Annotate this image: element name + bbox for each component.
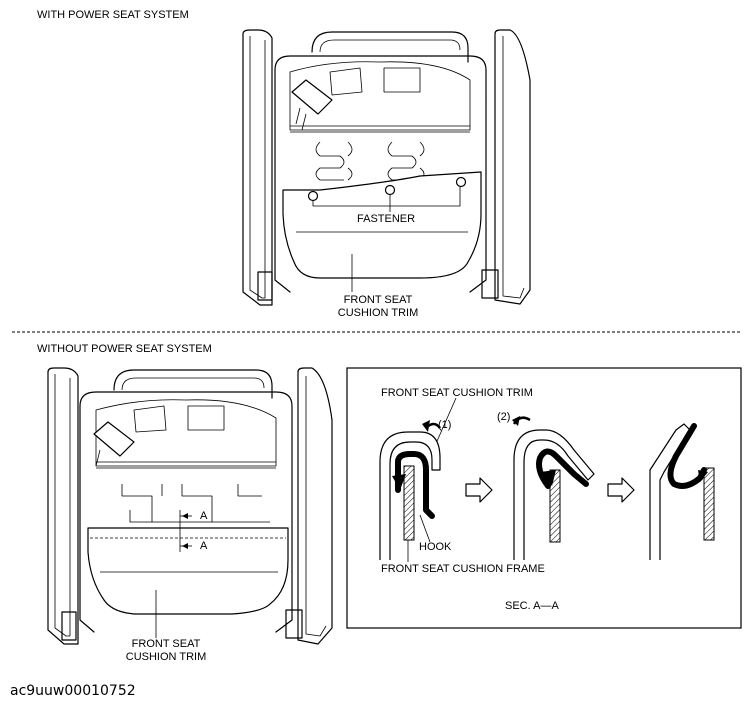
- bottom-section-heading: WITHOUT POWER SEAT SYSTEM: [37, 343, 212, 355]
- section-view-illustration: [379, 397, 715, 562]
- top-section-heading: WITH POWER SEAT SYSTEM: [37, 9, 189, 21]
- figure-code: ac9uuw00010752: [10, 683, 136, 699]
- fastener-label: FASTENER: [357, 213, 416, 225]
- top-trim-label-line1: FRONT SEAT: [343, 294, 413, 306]
- section-marker-a-top: A: [200, 510, 208, 522]
- section-marker-a-bottom: A: [200, 540, 208, 552]
- step2-label: (2): [497, 411, 511, 423]
- section-trim-label: FRONT SEAT CUSHION TRIM: [381, 387, 533, 399]
- bottom-trim-label-line1: FRONT SEAT: [131, 638, 201, 650]
- top-trim-label-line2: CUSHION TRIM: [337, 307, 419, 319]
- hook-label: HOOK: [419, 541, 452, 553]
- bottom-trim-label-line2: CUSHION TRIM: [125, 651, 207, 663]
- bottom-seat-illustration: [47, 367, 333, 645]
- top-trim-label: FRONT SEAT CUSHION TRIM: [326, 294, 430, 320]
- section-view-box: [346, 367, 742, 629]
- bottom-trim-label: FRONT SEAT CUSHION TRIM: [114, 638, 218, 664]
- top-seat-illustration: [242, 29, 531, 306]
- step1-label: (1): [438, 419, 452, 431]
- frame-label: FRONT SEAT CUSHION FRAME: [381, 563, 545, 575]
- section-aa-label: SEC. A—A: [505, 600, 559, 612]
